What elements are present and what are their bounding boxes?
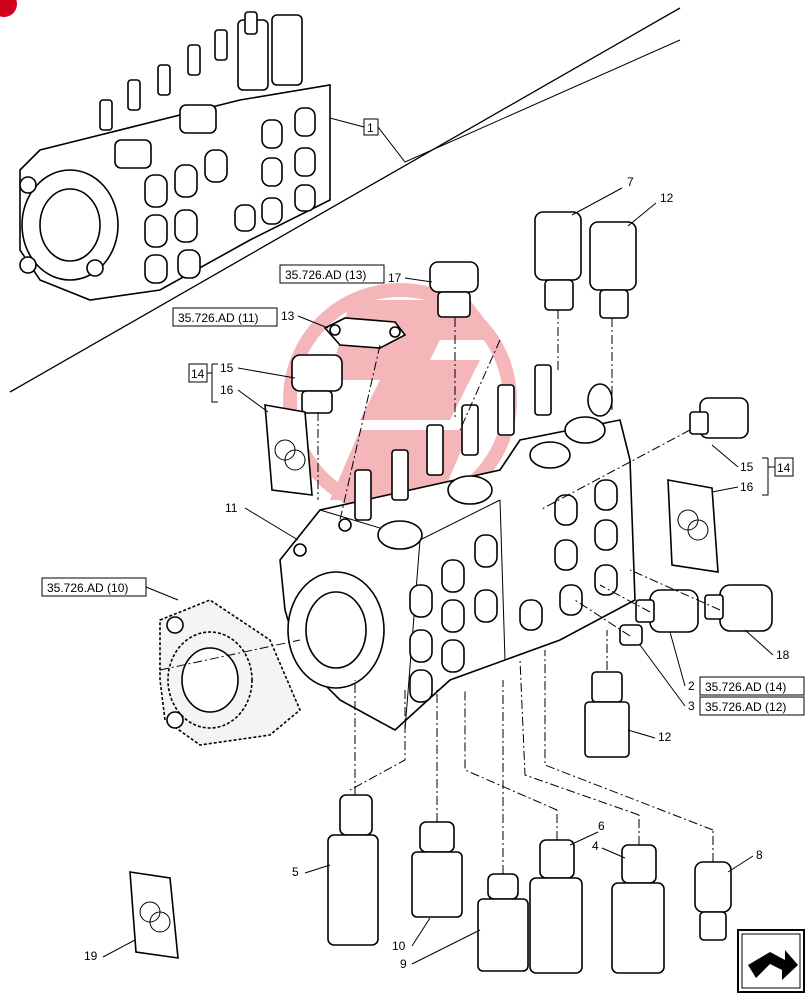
valve-8 [694,861,732,941]
callout-12-top: 12 [660,191,674,205]
callout-16-right: 16 [740,480,754,494]
plug-2 [635,589,699,633]
ref-text-11: 35.726.AD (11) [178,311,259,325]
callout-8: 8 [756,848,763,862]
separator-line [9,7,681,393]
end-cover-plate [159,599,301,746]
callout-11: 11 [225,501,238,515]
callout-16-left: 16 [220,383,234,397]
valve-4 [611,844,665,974]
callout-2: 2 [688,679,695,693]
valve-body [279,364,636,731]
ref-box-14-right [699,676,805,696]
plug-15-left [291,354,343,414]
plug-3 [619,624,643,646]
ref-text-14-right: 35.726.AD (14) [705,680,786,694]
callout-6: 6 [598,819,605,833]
valve-10 [411,821,463,918]
callout-7: 7 [627,175,634,189]
callout-10: 10 [392,939,406,953]
seal-kit-16-right [667,479,719,573]
center-lines [159,310,721,874]
callout-15-left: 15 [220,361,234,375]
callout-12-middle: 12 [658,730,672,744]
plug-15-right [689,397,749,439]
callout-3: 3 [688,699,695,713]
seal-kit-16-left [264,404,313,496]
callout-4: 4 [592,839,599,853]
ref-box-13 [279,264,385,284]
cap-12-top [589,221,637,319]
callouts: 7 12 17 13 15 16 11 15 16 18 2 3 12 6 4 … [84,175,790,971]
callout-17: 17 [388,271,402,285]
ref-text-12-right: 35.726.AD (12) [705,700,786,714]
cap-7 [534,211,582,311]
callout-5: 5 [292,865,299,879]
callout-18: 18 [776,648,790,662]
valve-5 [327,794,379,946]
plate-13 [323,317,407,349]
callout-13: 13 [281,309,295,323]
seal-kit-19 [129,871,179,959]
overview-assembly [19,11,331,301]
callout-19: 19 [84,949,98,963]
corner-mark [0,0,17,17]
callout-15-right: 15 [740,460,754,474]
ref-text-14-left: 14 [191,367,205,381]
valve-6 [529,839,583,974]
arrow-icon[interactable] [737,929,805,993]
ref-box-11 [172,307,278,327]
ref-text-10: 35.726.AD (10) [47,581,128,595]
callout-9: 9 [400,957,407,971]
reference-boxes: 35.726.AD (13) 35.726.AD (11) 35.726.AD … [41,264,805,716]
assembly-callout-label: 1 [367,121,374,135]
ref-text-14-right-b: 14 [777,461,791,475]
cartridge-12-middle [584,671,630,758]
ref-box-12-right [699,696,805,716]
plug-17 [429,261,479,318]
ref-text-13: 35.726.AD (13) [285,268,366,282]
valve-9 [477,873,529,972]
